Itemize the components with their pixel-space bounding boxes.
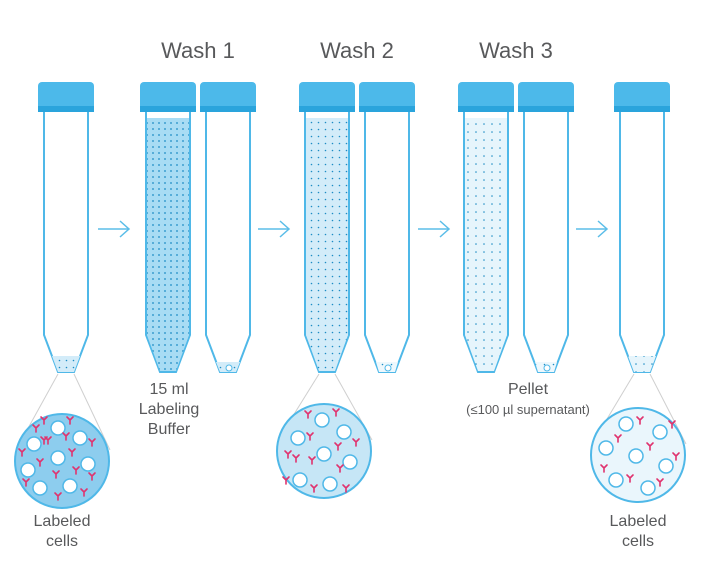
tube-wash2-full (299, 82, 355, 373)
zoom-circle-start (14, 413, 110, 509)
step-title-wash3: Wash 3 (479, 38, 553, 63)
arrow-right-icon (576, 220, 609, 238)
label-line: cells (621, 533, 654, 550)
tube-end (614, 82, 670, 373)
arrow-right-icon (258, 220, 291, 238)
label-line: Buffer (147, 421, 191, 438)
label-line: (≤100 µl supernatant) (466, 402, 590, 417)
arrow-right-icon (418, 220, 451, 238)
zoom-circle-wash2 (276, 403, 372, 499)
tube-wash3-full (458, 82, 514, 373)
step-title-wash1: Wash 1 (161, 38, 235, 63)
label-line: Labeling (138, 401, 200, 418)
label-line: Labeled (33, 513, 91, 530)
label-start-cells: Labeled cells (16, 512, 108, 552)
label-line: Labeled (609, 513, 667, 530)
tube-start (38, 82, 94, 373)
label-line: cells (45, 533, 78, 550)
tube-wash1-full (140, 82, 196, 373)
cell-icon (290, 412, 358, 492)
label-end-cells: Labeled cells (590, 512, 686, 552)
label-labeling-buffer: 15 ml Labeling Buffer (124, 380, 214, 440)
cell-icon (20, 420, 96, 496)
step-title-wash2: Wash 2 (320, 38, 394, 63)
cell-icon (598, 416, 674, 496)
zoom-circle-end (590, 407, 686, 503)
label-line: Pellet (507, 381, 549, 398)
label-line: 15 ml (149, 381, 189, 398)
tube-wash2-pellet (359, 82, 415, 373)
tube-wash1-pellet (200, 82, 256, 373)
tube-wash3-pellet (518, 82, 574, 373)
arrow-right-icon (98, 220, 131, 238)
tube-cap (38, 82, 94, 112)
label-pellet: Pellet (≤100 µl supernatant) (448, 380, 608, 420)
